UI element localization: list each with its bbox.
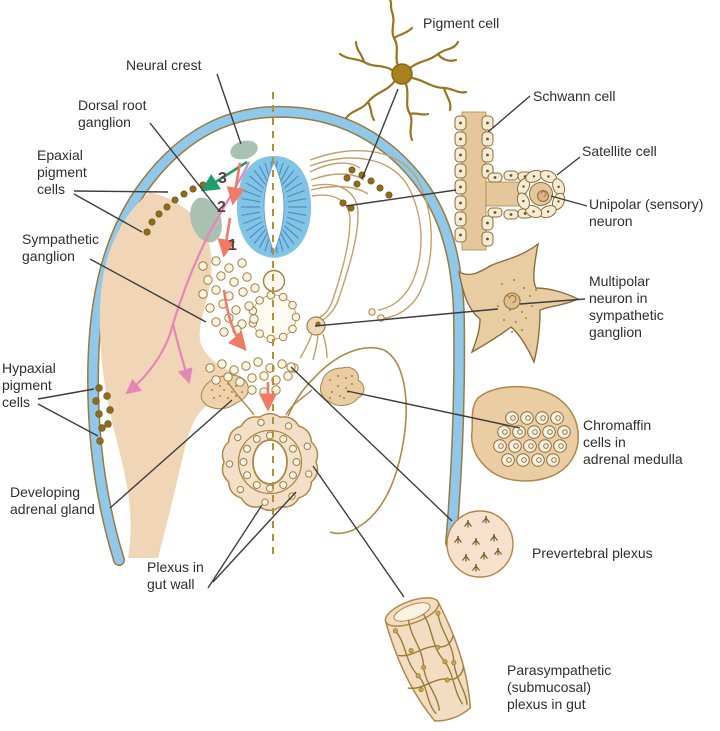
neural-tube [236,156,312,258]
migration-route-1: 1 [217,162,278,412]
sympathoblast-cells [198,256,299,397]
label-pigment-cell: Pigment cell [423,15,500,31]
unipolar-neuron-nucleus [537,190,549,202]
label-connectors [37,73,588,598]
sympathetic-ganglion-structure [299,316,328,361]
prevertebral-plexus-drawing [446,510,514,578]
route-3-number: 3 [218,170,227,187]
gut-lumen [252,439,288,485]
body-cavity-contour [287,346,407,535]
hypaxial-pigment-dots [92,384,114,445]
label-neural-crest: Neural crest [126,57,202,73]
parasympathetic-plexus-drawing [384,597,472,722]
multipolar-neuron-drawing [458,242,580,365]
route-1-number: 1 [228,237,237,254]
gut-cross-section [221,381,319,512]
dorsal-root-ganglion-structure [190,197,222,243]
mesentery-left [227,381,255,416]
adrenal-medulla-primordium [319,366,365,406]
pigment-cell-soma [391,63,413,85]
spinal-nerve-fibers [299,149,432,361]
lateral-pigment-dots [339,166,393,212]
mesentery-right [285,389,313,416]
neural-crest-structure [230,140,258,160]
chromaffin-cells-drawing [470,385,579,482]
label-prevertebral-plexus: Prevertebral plexus [532,545,653,561]
route-2-number: 2 [217,199,226,216]
label-unipolar-sensory-neuron: Unipolar (sensory)neuron [589,196,704,229]
label-schwann-cell: Schwann cell [533,88,616,104]
label-satellite-cell: Satellite cell [582,143,657,159]
pigment-cell-drawing [338,0,468,142]
label-parasympathetic-plexus: Parasympathetic(submucosal)plexus in gut [507,662,612,712]
